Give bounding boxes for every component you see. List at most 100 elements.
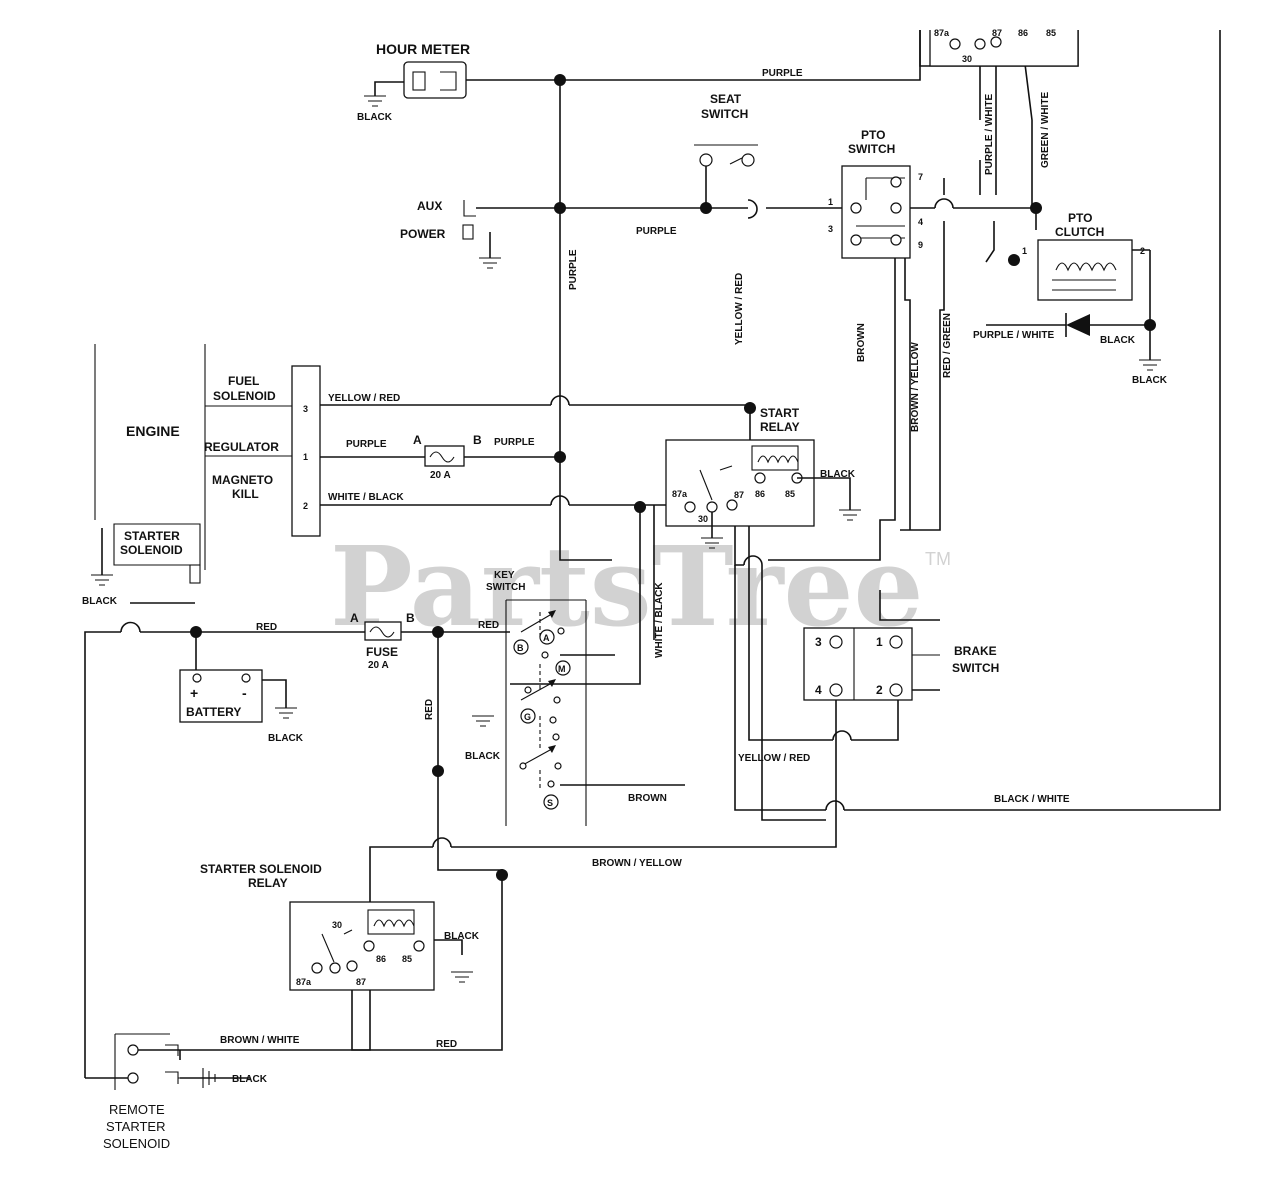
starter-solenoid-relay-label-2: RELAY	[248, 876, 288, 890]
starter-solenoid-relay: STARTER SOLENOID RELAY 30 86 85 87a 87 B…	[200, 862, 480, 991]
pto-clutch-pin-2: 2	[1140, 246, 1145, 256]
battery-label: BATTERY	[186, 705, 241, 719]
wire-label-red-key: RED	[478, 620, 499, 631]
start-relay-pin-85: 85	[785, 489, 795, 499]
wire-label-red-vertical: RED	[424, 699, 435, 720]
wire-label-yellow-red-brake: YELLOW / RED	[738, 753, 810, 764]
start-relay-black-label: BLACK	[820, 469, 856, 480]
key-switch-pos-b: B	[517, 643, 524, 653]
upper-relay-pin-30: 30	[962, 54, 972, 64]
wire-label-white-black: WHITE / BLACK	[328, 492, 404, 503]
wire-label-purple-white-top: PURPLE / WHITE	[984, 94, 995, 175]
battery: + - BATTERY BLACK	[179, 669, 304, 744]
wire-label-purple-aux: PURPLE	[636, 226, 677, 237]
seat-switch-label-1: SEAT	[710, 92, 742, 106]
wire-label-red-green-vertical: RED / GREEN	[942, 313, 953, 378]
remote-starter-solenoid-label-2: STARTER	[106, 1119, 165, 1134]
key-switch-pos-g: G	[524, 712, 531, 722]
brake-switch-label-1: BRAKE	[954, 644, 997, 658]
wire-label-purple-white-diode: PURPLE / WHITE	[973, 330, 1054, 341]
remote-starter-solenoid-label-3: SOLENOID	[103, 1136, 170, 1151]
inline-fuse-rating: 20 A	[430, 470, 451, 481]
upper-relay-pin-87: 87	[992, 28, 1002, 38]
wire-label-brown-vertical: BROWN	[856, 323, 867, 362]
brake-switch-label-2: SWITCH	[952, 661, 999, 675]
key-switch-label-2: SWITCH	[486, 582, 525, 593]
engine-pin-3: 3	[303, 404, 308, 414]
junction-dots	[190, 74, 1156, 881]
inline-fuse: A B 20 A	[413, 433, 482, 481]
brake-switch-pin-2: 2	[876, 683, 883, 697]
wire-label-green-white: GREEN / WHITE	[1040, 92, 1051, 168]
wire-label-red-bottom: RED	[436, 1039, 457, 1050]
hour-meter: HOUR METER BLACK	[357, 41, 470, 123]
key-switch: KEY SWITCH B A M G S BLACK	[465, 570, 587, 826]
fuel-solenoid-label-1: FUEL	[228, 374, 259, 388]
key-switch-pos-a: A	[543, 633, 550, 643]
upper-relay-pin-86: 86	[1018, 28, 1028, 38]
ssr-pin-86: 86	[376, 954, 386, 964]
pto-switch: PTO SWITCH 1 3 7 4 9	[828, 128, 923, 259]
upper-relay-pin-87a: 87a	[934, 28, 950, 38]
ssr-pin-87: 87	[356, 977, 366, 987]
pto-switch-pin-3: 3	[828, 224, 833, 234]
start-relay-pin-87: 87	[734, 490, 744, 500]
aux-label: AUX	[417, 199, 442, 213]
inline-fuse-pin-a: A	[413, 433, 422, 447]
wire-label-brown-key: BROWN	[628, 793, 667, 804]
brake-switch-pin-3: 3	[815, 635, 822, 649]
magneto-kill-label-1: MAGNETO	[212, 473, 273, 487]
main-fuse-label: FUSE	[366, 645, 398, 659]
starter-solenoid-relay-label-1: STARTER SOLENOID	[200, 862, 322, 876]
engine-pin-1: 1	[303, 452, 308, 462]
engine-pin-2: 2	[303, 501, 308, 511]
start-relay-label-2: RELAY	[760, 420, 800, 434]
wire-label-purple-reg: PURPLE	[346, 439, 387, 450]
key-switch-pos-s: S	[547, 798, 553, 808]
inline-fuse-pin-b: B	[473, 433, 482, 447]
hour-meter-ground-label: BLACK	[357, 112, 393, 123]
wire-label-red-battery: RED	[256, 622, 277, 633]
engine-ground-label: BLACK	[82, 596, 118, 607]
key-switch-pos-m: M	[558, 664, 566, 674]
battery-plus: +	[190, 685, 198, 701]
remote-starter-solenoid: BLACK REMOTE STARTER SOLENOID	[85, 1033, 268, 1151]
ssr-pin-85: 85	[402, 954, 412, 964]
regulator-label: REGULATOR	[204, 440, 279, 454]
seat-switch: SEAT SWITCH	[694, 92, 758, 167]
wire-label-purple-trunk: PURPLE	[568, 249, 579, 290]
ssr-black-label: BLACK	[444, 931, 480, 942]
watermark-tm: TM	[925, 549, 951, 569]
clutch-diode	[1065, 313, 1090, 337]
engine-block: ENGINE FUEL SOLENOID REGULATOR MAGNETO K…	[82, 344, 321, 607]
main-fuse-pin-a: A	[350, 611, 359, 625]
pto-clutch: PTO CLUTCH 1 2	[1022, 211, 1150, 301]
seat-switch-label-2: SWITCH	[701, 107, 748, 121]
pto-clutch-label-1: PTO	[1068, 211, 1092, 225]
wire-label-yellow-red-fuel: YELLOW / RED	[328, 393, 400, 404]
wire-label-purple-reg-2: PURPLE	[494, 437, 535, 448]
starter-solenoid-label-2: SOLENOID	[120, 543, 183, 557]
wire-label-black-clutch: BLACK	[1100, 335, 1136, 346]
wire-label-black-clutch-ground: BLACK	[1132, 375, 1168, 386]
wire-label-brown-yellow-vertical: BROWN / YELLOW	[910, 342, 921, 432]
start-relay-label-1: START	[760, 406, 800, 420]
pto-switch-pin-9: 9	[918, 240, 923, 250]
main-fuse-rating: 20 A	[368, 660, 389, 671]
hour-meter-label: HOUR METER	[376, 41, 470, 57]
magneto-kill-label-2: KILL	[232, 487, 259, 501]
start-relay-pin-86: 86	[755, 489, 765, 499]
pto-switch-label-2: SWITCH	[848, 142, 895, 156]
ssr-pin-87a: 87a	[296, 977, 312, 987]
upper-relay-pin-85: 85	[1046, 28, 1056, 38]
engine-label: ENGINE	[126, 423, 180, 439]
key-switch-label-1: KEY	[494, 570, 515, 581]
pto-switch-label-1: PTO	[861, 128, 885, 142]
pto-clutch-pin-1: 1	[1022, 246, 1027, 256]
pto-switch-pin-7: 7	[918, 172, 923, 182]
power-label: POWER	[400, 227, 446, 241]
aux-power-connector: AUX POWER	[400, 199, 501, 269]
wire-label-white-black-vertical: WHITE / BLACK	[654, 582, 665, 658]
brake-switch-pin-1: 1	[876, 635, 883, 649]
clutch-ground-symbol	[1139, 359, 1161, 371]
